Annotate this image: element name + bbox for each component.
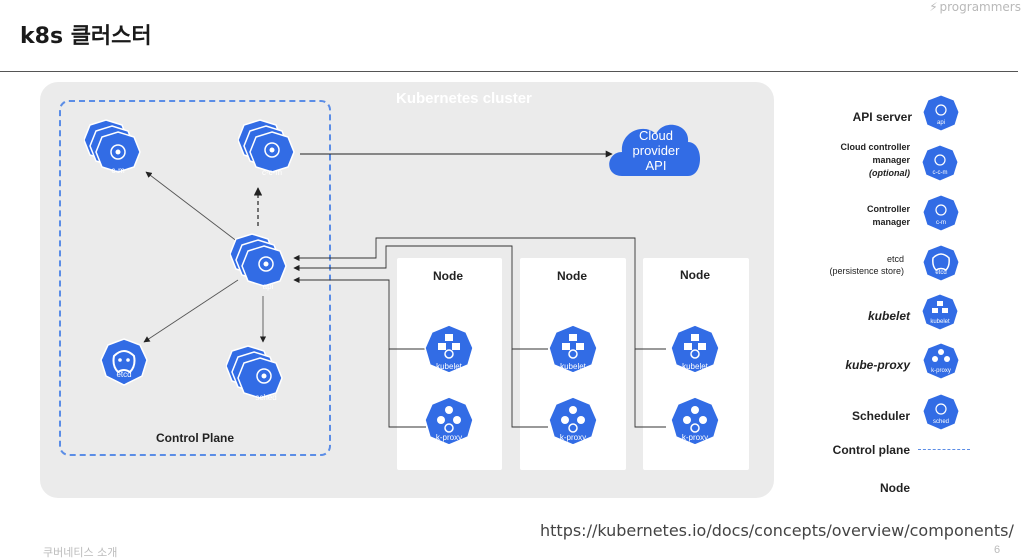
legend-api-server: API server	[852, 110, 912, 124]
kubelet-icon-node3	[670, 324, 720, 374]
node2-kproxy-wire	[511, 349, 548, 428]
cloud-label-line-3: API	[645, 158, 667, 173]
legend-cm-line-2: manager	[872, 217, 910, 227]
kproxy-icon-node2	[548, 396, 598, 446]
node-label-2: Node	[557, 269, 587, 283]
control-plane-label: Control Plane	[156, 431, 235, 445]
footer-course-title: 쿠버네티스 소개	[43, 546, 118, 559]
kproxy-label-node2: k-proxy	[559, 433, 587, 442]
kubelet-icon-node2	[548, 324, 598, 374]
legend-ccm-line-3: (optional)	[869, 168, 910, 178]
legend-ccm-line-1: Cloud controller	[840, 142, 911, 152]
api-to-etcd-arrow	[143, 279, 239, 343]
legend-kproxy-icon-label: k-proxy	[931, 368, 951, 374]
cloud-provider-icon	[609, 124, 700, 176]
sched-icon-label: sched	[255, 393, 277, 402]
cloud-label-line-2: provider	[632, 143, 680, 158]
legend-sched-icon-label: sched	[932, 419, 949, 425]
legend-kubelet: kubelet	[867, 309, 910, 323]
legend-kubelet-icon-label: kubelet	[930, 319, 950, 325]
kubelet-icon-node1	[424, 324, 474, 374]
legend-kube-proxy: kube-proxy	[845, 358, 910, 372]
kproxy-icon-node1	[424, 396, 474, 446]
controller-manager-icon	[84, 119, 141, 173]
legend-ccm: Cloud controller manager (optional)	[812, 141, 911, 180]
kubelet-label-node1: kubelet	[436, 362, 462, 371]
api-server-icon	[230, 233, 287, 287]
cloud-controller-manager-icon	[238, 119, 295, 173]
node3-kproxy-wire	[634, 349, 666, 428]
legend-cm-icon	[922, 194, 960, 232]
legend-etcd: etcd (persistence store)	[790, 253, 904, 277]
legend-cm-line-1: Controller	[866, 204, 910, 214]
cm-icon-label: c-m	[111, 166, 125, 175]
node-label-1: Node	[433, 269, 463, 283]
etcd-icon	[100, 338, 148, 386]
legend-ccm-icon	[921, 144, 959, 182]
legend-etcd-line-2: (persistence store)	[829, 266, 904, 276]
legend-kproxy-icon	[922, 342, 960, 380]
brand-logo: ⚡programmers	[928, 0, 1021, 14]
node3-kubelet-wire	[293, 237, 666, 350]
etcd-icon-label: etcd	[116, 370, 132, 379]
legend-api-icon-label: api	[936, 120, 945, 126]
legend-control-plane-dash	[918, 449, 970, 450]
legend-etcd-line-1: etcd	[886, 254, 904, 264]
kproxy-icon-node3	[670, 396, 720, 446]
api-icon-label: api	[262, 282, 274, 291]
legend-scheduler: Scheduler	[851, 409, 910, 423]
kubelet-label-node2: kubelet	[560, 362, 586, 371]
slide-title: k8s 클러스터	[20, 24, 152, 49]
cloud-provider-label: Cloud provider API	[616, 128, 696, 173]
control-plane-box	[59, 100, 331, 456]
node1-kproxy-wire	[388, 349, 426, 428]
legend-kubelet-icon	[921, 293, 959, 331]
legend-sched-icon	[922, 393, 960, 431]
scheduler-icon	[226, 345, 283, 399]
legend-etcd-icon-label: etcd	[935, 270, 947, 276]
cluster-label: Kubernetes cluster	[396, 90, 532, 107]
legend-cm: Controller manager	[812, 203, 910, 229]
node1-kubelet-wire	[293, 276, 426, 350]
legend-etcd-icon	[922, 244, 960, 282]
legend-node: Node	[880, 481, 910, 495]
legend-ccm-line-2: manager	[872, 155, 910, 165]
source-url[interactable]: https://kubernetes.io/docs/concepts/over…	[540, 521, 1014, 540]
ccm-icon-label: c-c-m	[262, 168, 282, 177]
node-label-3: Node	[680, 268, 710, 282]
legend-api-icon	[922, 94, 960, 132]
kproxy-label-node1: k-proxy	[435, 433, 463, 442]
kproxy-label-node3: k-proxy	[681, 433, 709, 442]
title-divider	[0, 71, 1018, 72]
kubelet-label-node3: kubelet	[682, 362, 708, 371]
brand-name: programmers	[939, 0, 1021, 14]
legend-cm-icon-label: c-m	[936, 220, 946, 226]
page-number: 6	[994, 544, 1001, 556]
node2-kubelet-wire	[293, 245, 548, 350]
api-to-cm-arrow	[145, 171, 239, 243]
legend-ccm-icon-label: c-c-m	[932, 170, 948, 176]
cloud-label-line-1: Cloud	[639, 128, 673, 143]
bolt-icon: ⚡	[929, 0, 938, 14]
legend-control-plane: Control plane	[832, 443, 910, 457]
